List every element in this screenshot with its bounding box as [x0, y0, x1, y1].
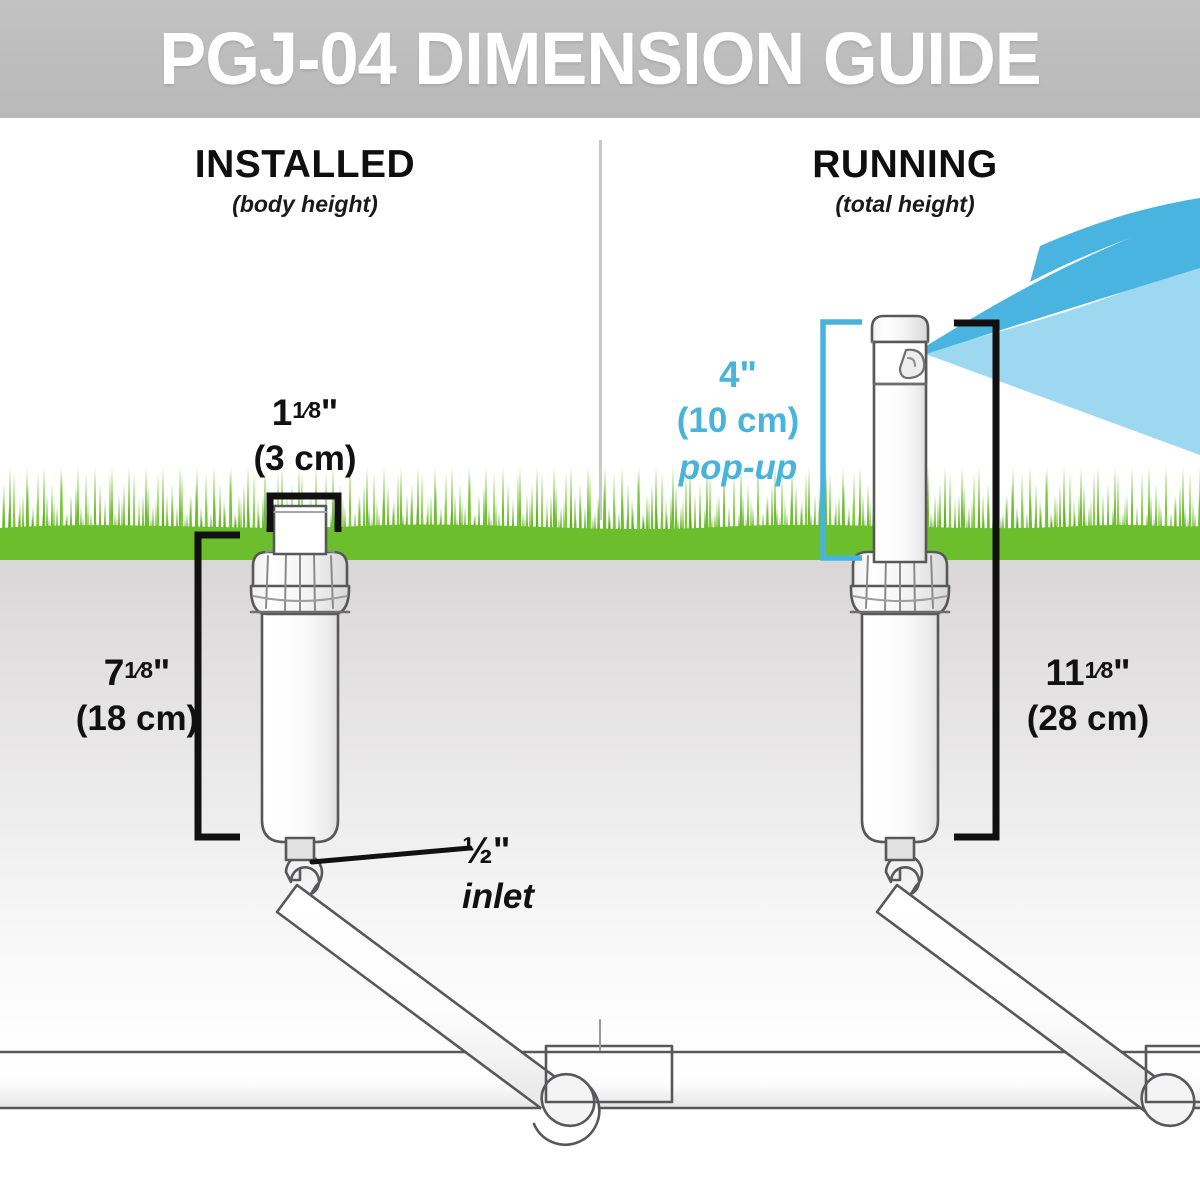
- label-inlet: ½" inlet: [462, 828, 622, 920]
- column-title-installed: INSTALLED: [194, 143, 416, 186]
- page-title: PGJ-04 DIMENSION GUIDE: [159, 17, 1041, 100]
- label-popup-metric: (10 cm): [676, 401, 800, 440]
- bracket-total-height: [950, 318, 1002, 842]
- label-popup-imperial: 4": [718, 354, 758, 395]
- column-title-running: RUNNING: [812, 143, 998, 186]
- column-divider: [599, 140, 602, 520]
- label-body-height: 71⁄8" (18 cm): [42, 648, 232, 742]
- label-body-height-metric: (18 cm): [75, 698, 199, 738]
- label-inlet-size: ½": [462, 830, 511, 871]
- column-heading-running: RUNNING (total height): [695, 143, 1115, 221]
- column-subtitle-installed: (body height): [232, 191, 378, 217]
- label-cap-diameter-imperial: 11⁄8": [215, 388, 395, 435]
- label-inlet-text: inlet: [462, 877, 534, 916]
- column-subtitle-running: (total height): [835, 191, 975, 217]
- label-cap-diameter: 11⁄8" (3 cm): [215, 388, 395, 482]
- bracket-popup-height: [818, 318, 866, 562]
- cap-whole: 1: [271, 391, 293, 433]
- label-total-height-metric: (28 cm): [1026, 698, 1150, 738]
- label-body-height-imperial: 71⁄8": [42, 648, 232, 695]
- column-heading-installed: INSTALLED (body height): [95, 143, 515, 221]
- bracket-cap-diameter: [266, 492, 342, 532]
- cap-fraction: 1⁄8: [292, 397, 321, 423]
- label-popup-height: 4" (10 cm) pop-up: [648, 352, 828, 491]
- label-cap-diameter-metric: (3 cm): [253, 438, 357, 478]
- body-fraction: 1⁄8: [124, 657, 153, 683]
- label-popup-text: pop-up: [678, 448, 798, 487]
- grass-line: [0, 450, 1200, 560]
- cap-unit: ": [320, 391, 339, 433]
- bracket-body-height: [192, 530, 244, 842]
- body-whole: 7: [103, 651, 125, 693]
- total-unit: ": [1113, 651, 1131, 693]
- body-unit: ": [152, 651, 171, 693]
- total-fraction: 1⁄8: [1084, 657, 1114, 683]
- label-total-height-imperial: 111⁄8": [988, 648, 1188, 695]
- total-whole: 11: [1045, 651, 1085, 693]
- label-total-height: 111⁄8" (28 cm): [988, 648, 1188, 742]
- soil-cross-section: [0, 543, 1200, 1103]
- header-band: [0, 0, 1200, 118]
